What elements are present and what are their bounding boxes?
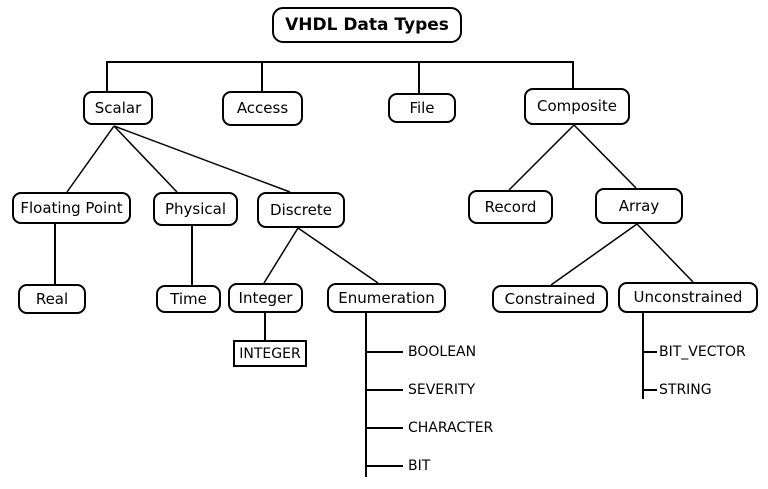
connector-scalar-floating-point bbox=[66, 125, 115, 193]
connector-composite-record bbox=[508, 124, 575, 191]
node-composite: Composite bbox=[524, 88, 630, 125]
leaf-severity: SEVERITY bbox=[408, 382, 476, 398]
diagram-title: VHDL Data Types bbox=[272, 7, 462, 43]
leaf-bit-vector: BIT_VECTOR bbox=[659, 344, 746, 360]
node-integer: Integer bbox=[228, 283, 303, 313]
connector-discrete-integer bbox=[263, 227, 299, 284]
node-discrete: Discrete bbox=[257, 192, 345, 228]
leaf-bit: BIT bbox=[408, 458, 431, 474]
node-scalar: Scalar bbox=[83, 91, 153, 125]
node-time: Time bbox=[156, 285, 221, 313]
leaf-string: STRING bbox=[659, 382, 712, 398]
node-unconstrained: Unconstrained bbox=[618, 282, 758, 313]
node-file: File bbox=[388, 93, 456, 123]
node-physical: Physical bbox=[153, 192, 238, 226]
connector-array-unconstrained bbox=[636, 223, 694, 283]
leaf-boolean: BOOLEAN bbox=[408, 344, 477, 360]
node-enumeration: Enumeration bbox=[327, 283, 446, 313]
node-real: Real bbox=[18, 284, 86, 314]
connector-discrete-enumeration bbox=[297, 227, 379, 284]
node-floating-point: Floating Point bbox=[12, 192, 131, 224]
connector-scalar-discrete bbox=[113, 125, 291, 193]
leaf-character: CHARACTER bbox=[408, 420, 494, 436]
node-integer-predefined: INTEGER bbox=[233, 340, 307, 367]
connector-composite-array bbox=[573, 124, 637, 189]
node-constrained: Constrained bbox=[492, 285, 608, 313]
connector-scalar-physical bbox=[113, 125, 178, 193]
node-access: Access bbox=[222, 91, 303, 126]
node-array: Array bbox=[595, 188, 683, 224]
connector-array-constrained bbox=[550, 223, 638, 286]
node-record: Record bbox=[468, 190, 553, 224]
